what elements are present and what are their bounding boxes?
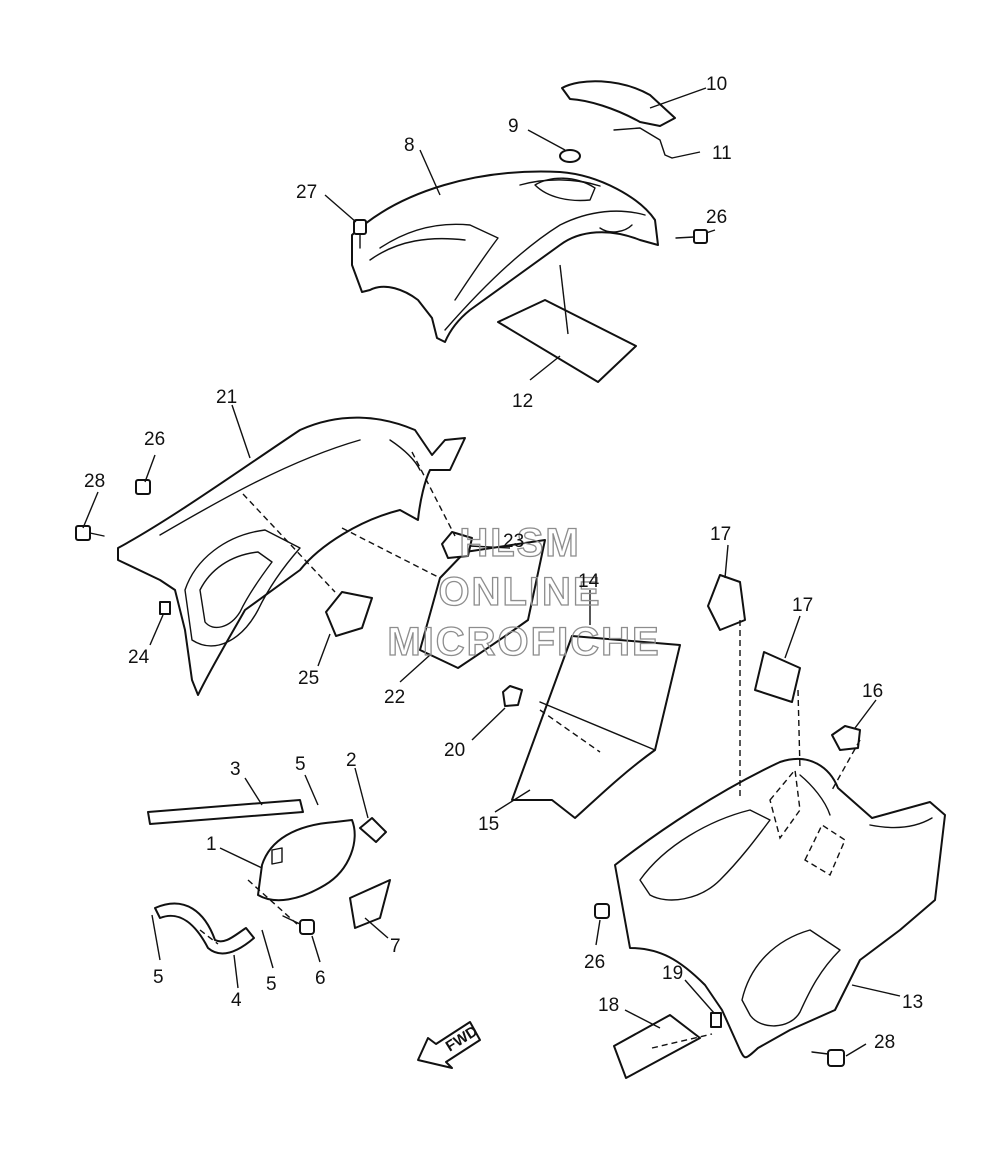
clip-part-24 [159, 601, 171, 615]
callout-11: 11 [712, 143, 732, 164]
damper-part-16 [831, 725, 861, 751]
damper-part-20 [502, 685, 523, 707]
callout-10: 10 [706, 74, 727, 95]
callout-23: 23 [503, 531, 524, 552]
side-cover-part-21 [117, 416, 466, 696]
callout-15: 15 [478, 814, 499, 835]
pad-part-22 [419, 539, 546, 669]
clip-part-19 [710, 1012, 722, 1028]
watermark-line-2: ONLINE [438, 570, 601, 614]
callout-16: 16 [862, 681, 883, 702]
callout-26-top: 26 [706, 207, 727, 228]
bolt-part-28-right [811, 1049, 845, 1067]
callout-17-b: 17 [792, 595, 813, 616]
callout-4: 4 [231, 990, 242, 1011]
fender-pad-part-12 [497, 299, 637, 383]
leader-lines [82, 87, 901, 1057]
bracket-part-11 [613, 127, 673, 159]
bolt-part-6 [282, 915, 315, 935]
callout-8: 8 [404, 135, 415, 156]
callout-3: 3 [230, 759, 241, 780]
pad-outline-b [804, 823, 846, 877]
bolt-part-26-left [135, 479, 151, 495]
callout-9: 9 [508, 116, 519, 137]
hose-part-4 [154, 902, 255, 955]
callout-24: 24 [128, 647, 150, 668]
callout-26-left: 26 [144, 429, 165, 450]
fwd-arrow-icon: FWD [417, 1021, 481, 1069]
bolt-part-27 [353, 219, 367, 249]
callout-21: 21 [216, 387, 237, 408]
callout-28-right: 28 [874, 1032, 895, 1053]
side-cover-part-13 [614, 757, 946, 1059]
tank-part-1 [257, 819, 356, 902]
callout-5-top: 5 [295, 754, 306, 775]
bolt-part-26-top [675, 229, 708, 244]
rear-fender-part-8 [351, 170, 659, 343]
callout-labels: 10 9 8 11 27 26 12 21 26 28 23 14 17 17 … [84, 74, 923, 1053]
callout-26-right: 26 [584, 952, 605, 973]
callout-7: 7 [390, 936, 401, 957]
callout-12: 12 [512, 391, 533, 412]
cover-part-10 [561, 80, 676, 127]
callout-14: 14 [578, 571, 600, 592]
callout-17-a: 17 [710, 524, 731, 545]
bracket-part-7 [349, 879, 391, 929]
watermark: HLSM ONLINE MICROFICHE [387, 520, 660, 664]
callout-18: 18 [598, 995, 619, 1016]
callout-1: 1 [206, 834, 217, 855]
damper-part-17-b [754, 651, 801, 703]
damper-part-17-a [707, 574, 746, 631]
callout-25: 25 [298, 668, 319, 689]
callout-5-mid: 5 [266, 974, 277, 995]
assembly-lines [199, 451, 861, 1049]
callout-13: 13 [902, 992, 923, 1013]
bolt-part-26-right [594, 903, 610, 919]
callout-2: 2 [346, 750, 357, 771]
callout-28-left: 28 [84, 471, 105, 492]
grommet-part-9 [559, 149, 581, 163]
watermark-line-1: HLSM [459, 521, 580, 565]
damper-part-25 [325, 591, 373, 637]
callout-22: 22 [384, 687, 405, 708]
bolt-part-28-left [75, 525, 105, 541]
damper-part-23 [441, 531, 473, 559]
callout-6: 6 [315, 968, 326, 989]
callout-19: 19 [662, 963, 683, 984]
watermark-line-3: MICROFICHE [387, 620, 660, 664]
rod-part-3 [147, 799, 304, 825]
fitting-part-2 [359, 817, 387, 843]
callout-5-left: 5 [153, 967, 164, 988]
callout-20: 20 [444, 740, 465, 761]
callout-27: 27 [296, 182, 317, 203]
